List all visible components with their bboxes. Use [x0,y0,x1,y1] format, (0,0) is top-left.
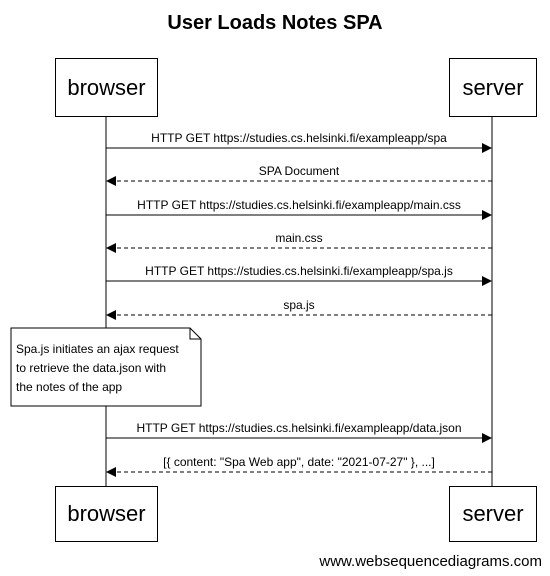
browser-participant-top: browser [55,58,158,117]
server-participant-label: server [462,501,524,526]
message-label: HTTP GET https://studies.cs.helsinki.fi/… [136,421,462,435]
message-label: main.css [275,231,323,245]
diagram-title: User Loads Notes SPA [167,12,383,34]
message-label: HTTP GET https://studies.cs.helsinki.fi/… [137,198,461,212]
message-label: HTTP GET https://studies.cs.helsinki.fi/… [151,131,447,145]
message-label: spa.js [283,298,315,312]
message-label: HTTP GET https://studies.cs.helsinki.fi/… [145,264,453,278]
message-label: SPA Document [258,164,340,178]
server-participant-bottom: server [449,486,537,542]
browser-participant-label: browser [67,74,146,100]
server-participant-label: server [462,74,524,100]
note-box [10,327,202,407]
note-fold [189,328,201,340]
server-participant-top: server [449,58,537,117]
note-text: Spa.js initiates an ajax request to retr… [16,342,179,394]
message-label: [{ content: "Spa Web app", date: "2021-0… [163,455,435,469]
browser-participant-bottom: browser [55,486,158,542]
browser-participant-label: browser [67,501,146,526]
watermark: www.websequencediagrams.com [319,553,542,570]
